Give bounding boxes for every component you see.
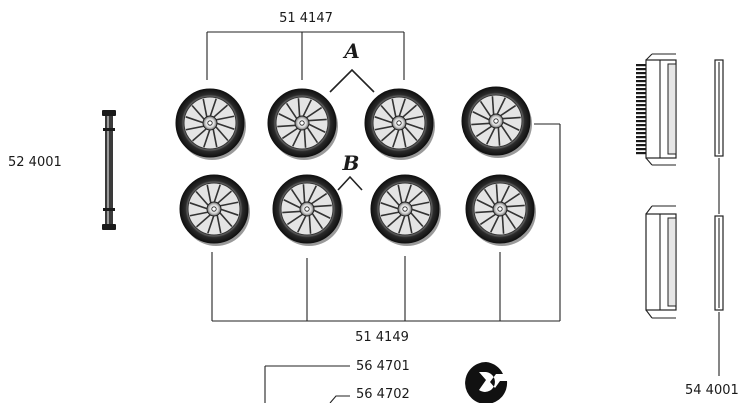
bottom-wheelset-label: 51 4149 (355, 330, 409, 345)
marker-a-caret (329, 68, 375, 93)
axle-icon (102, 110, 116, 230)
gear-tooth (636, 104, 646, 107)
bottom-wheelset-bracket (211, 252, 560, 322)
spoked-wheel-icon (370, 174, 441, 246)
gear-tooth (636, 84, 646, 87)
part-b-label: 56 4702 (356, 387, 410, 402)
gear-tooth (636, 120, 646, 123)
gear-tooth (636, 140, 646, 143)
spoked-wheel-icon (465, 174, 536, 246)
spoked-wheel-icon (267, 88, 338, 160)
axle-label: 52 4001 (8, 155, 62, 170)
spoked-wheel-icon (364, 88, 435, 160)
plain-wheel-side-icon (645, 205, 677, 319)
gear-tooth (636, 124, 646, 127)
gear-tooth (636, 92, 646, 95)
gear-tooth (636, 68, 646, 71)
small-parts-leaders (264, 365, 350, 403)
gear-tooth (636, 144, 646, 147)
spoked-wheel-icon (272, 174, 343, 246)
top-wheelset-label: 51 4147 (279, 11, 333, 26)
gear-tooth (636, 148, 646, 151)
gear-tooth (636, 72, 646, 75)
gear-tooth (636, 116, 646, 119)
c-clip-icon (465, 362, 508, 403)
marker-b-caret (337, 175, 363, 191)
pin-parts (714, 59, 724, 376)
spoked-wheel-icon (179, 174, 250, 246)
gear-tooth (636, 76, 646, 79)
right-wheel-leader (534, 123, 561, 321)
gear-tooth (636, 100, 646, 103)
geared-wheel-side-icon (636, 53, 677, 166)
gear-tooth (636, 96, 646, 99)
gear-teeth (636, 64, 646, 155)
marker-b: B (342, 151, 360, 175)
wheel-grid (175, 86, 536, 246)
right-part-label: 54 4001 (685, 383, 739, 398)
gear-tooth (636, 80, 646, 83)
gear-tooth (636, 112, 646, 115)
gear-tooth (636, 132, 646, 135)
gear-tooth (636, 88, 646, 91)
spoked-wheel-icon (175, 88, 246, 160)
part-a-label: 56 4701 (356, 359, 410, 374)
gear-tooth (636, 128, 646, 131)
gear-tooth (636, 108, 646, 111)
top-wheelset-bracket (206, 31, 405, 80)
gear-tooth (636, 152, 646, 155)
gear-tooth (636, 64, 646, 67)
spoked-wheel-icon (461, 86, 532, 158)
marker-a: A (342, 39, 360, 63)
gear-tooth (636, 136, 646, 139)
